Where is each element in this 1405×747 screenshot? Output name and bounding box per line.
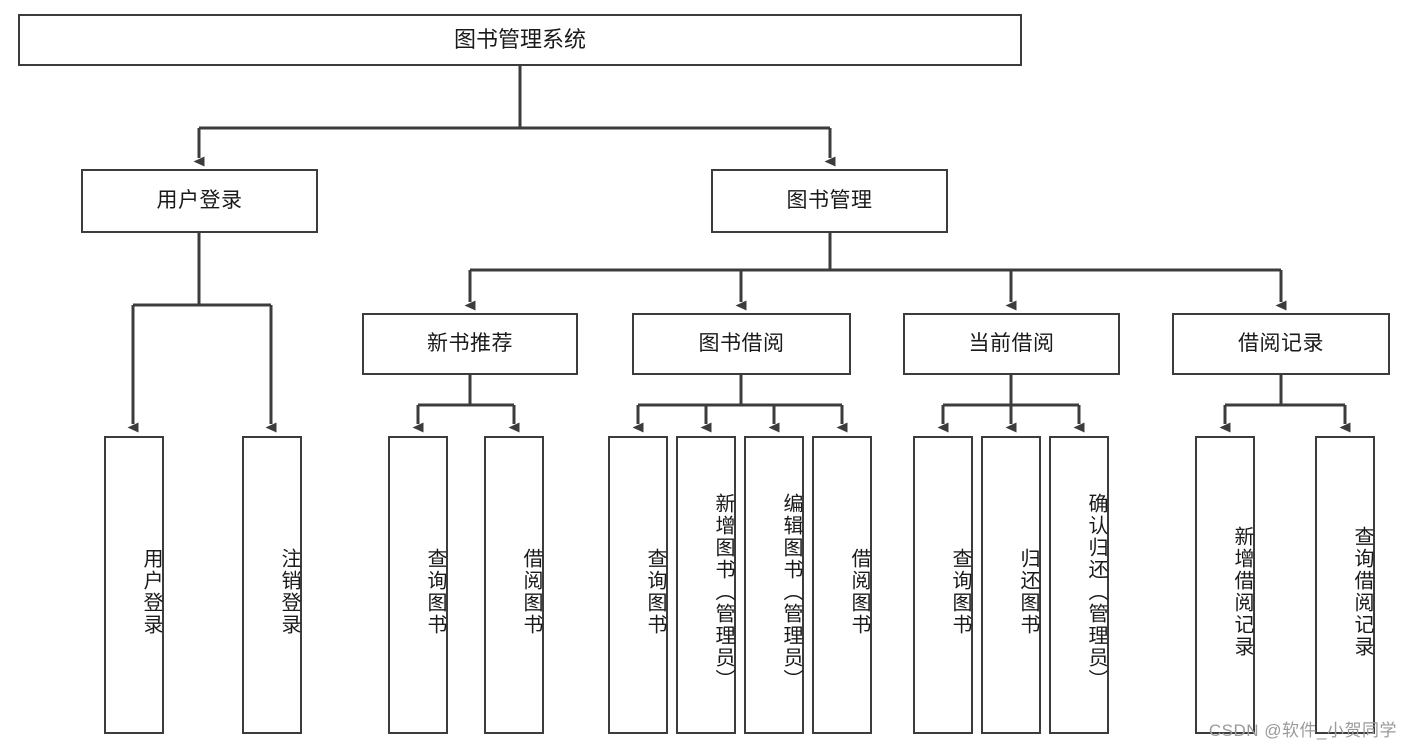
node-book-borrow[interactable]: 图书借阅 xyxy=(632,313,851,375)
node-leaf-return-book[interactable]: 归还图书 xyxy=(981,436,1041,734)
node-user-login[interactable]: 用户登录 xyxy=(81,169,318,233)
node-leaf-confirm-return-admin[interactable]: 确认归还（管理员） xyxy=(1049,436,1109,734)
node-borrow-record[interactable]: 借阅记录 xyxy=(1172,313,1390,375)
node-label: 编辑图书（管理员） xyxy=(780,493,802,691)
node-current-borrow[interactable]: 当前借阅 xyxy=(903,313,1120,375)
node-leaf-query-book-3[interactable]: 查询图书 xyxy=(913,436,973,734)
node-label: 确认归还（管理员） xyxy=(1085,493,1107,691)
node-label: 借阅图书 xyxy=(520,548,542,636)
node-label: 用户登录 xyxy=(140,548,162,636)
node-label: 查询图书 xyxy=(424,548,446,636)
node-leaf-query-borrow-record[interactable]: 查询借阅记录 xyxy=(1315,436,1375,734)
node-label: 图书借阅 xyxy=(698,331,785,355)
node-label: 查询图书 xyxy=(644,548,666,636)
node-leaf-borrow-book-1[interactable]: 借阅图书 xyxy=(484,436,544,734)
node-leaf-borrow-book-2[interactable]: 借阅图书 xyxy=(812,436,872,734)
node-new-book-recommend[interactable]: 新书推荐 xyxy=(362,313,578,375)
node-label: 借阅图书 xyxy=(848,548,870,636)
node-label: 新书推荐 xyxy=(427,331,513,355)
node-leaf-edit-book-admin[interactable]: 编辑图书（管理员） xyxy=(744,436,804,734)
node-leaf-add-book-admin[interactable]: 新增图书（管理员） xyxy=(676,436,736,734)
node-label: 借阅记录 xyxy=(1238,331,1324,355)
node-label: 查询图书 xyxy=(949,548,971,636)
node-root-book-management-system[interactable]: 图书管理系统 xyxy=(18,14,1022,66)
node-label: 查询借阅记录 xyxy=(1351,526,1373,658)
node-label: 归还图书 xyxy=(1017,548,1039,636)
node-label: 用户登录 xyxy=(156,188,243,212)
node-leaf-query-book-2[interactable]: 查询图书 xyxy=(608,436,668,734)
node-label: 当前借阅 xyxy=(968,331,1055,355)
node-leaf-add-borrow-record[interactable]: 新增借阅记录 xyxy=(1195,436,1255,734)
node-label: 图书管理 xyxy=(786,188,873,212)
node-label: 新增图书（管理员） xyxy=(712,493,734,691)
node-label: 图书管理系统 xyxy=(453,27,586,53)
node-label: 新增借阅记录 xyxy=(1231,526,1253,658)
node-leaf-user-login[interactable]: 用户登录 xyxy=(104,436,164,734)
node-leaf-query-book-1[interactable]: 查询图书 xyxy=(388,436,448,734)
node-book-management[interactable]: 图书管理 xyxy=(711,169,948,233)
node-label: 注销登录 xyxy=(278,548,300,636)
node-leaf-logout-login[interactable]: 注销登录 xyxy=(242,436,302,734)
